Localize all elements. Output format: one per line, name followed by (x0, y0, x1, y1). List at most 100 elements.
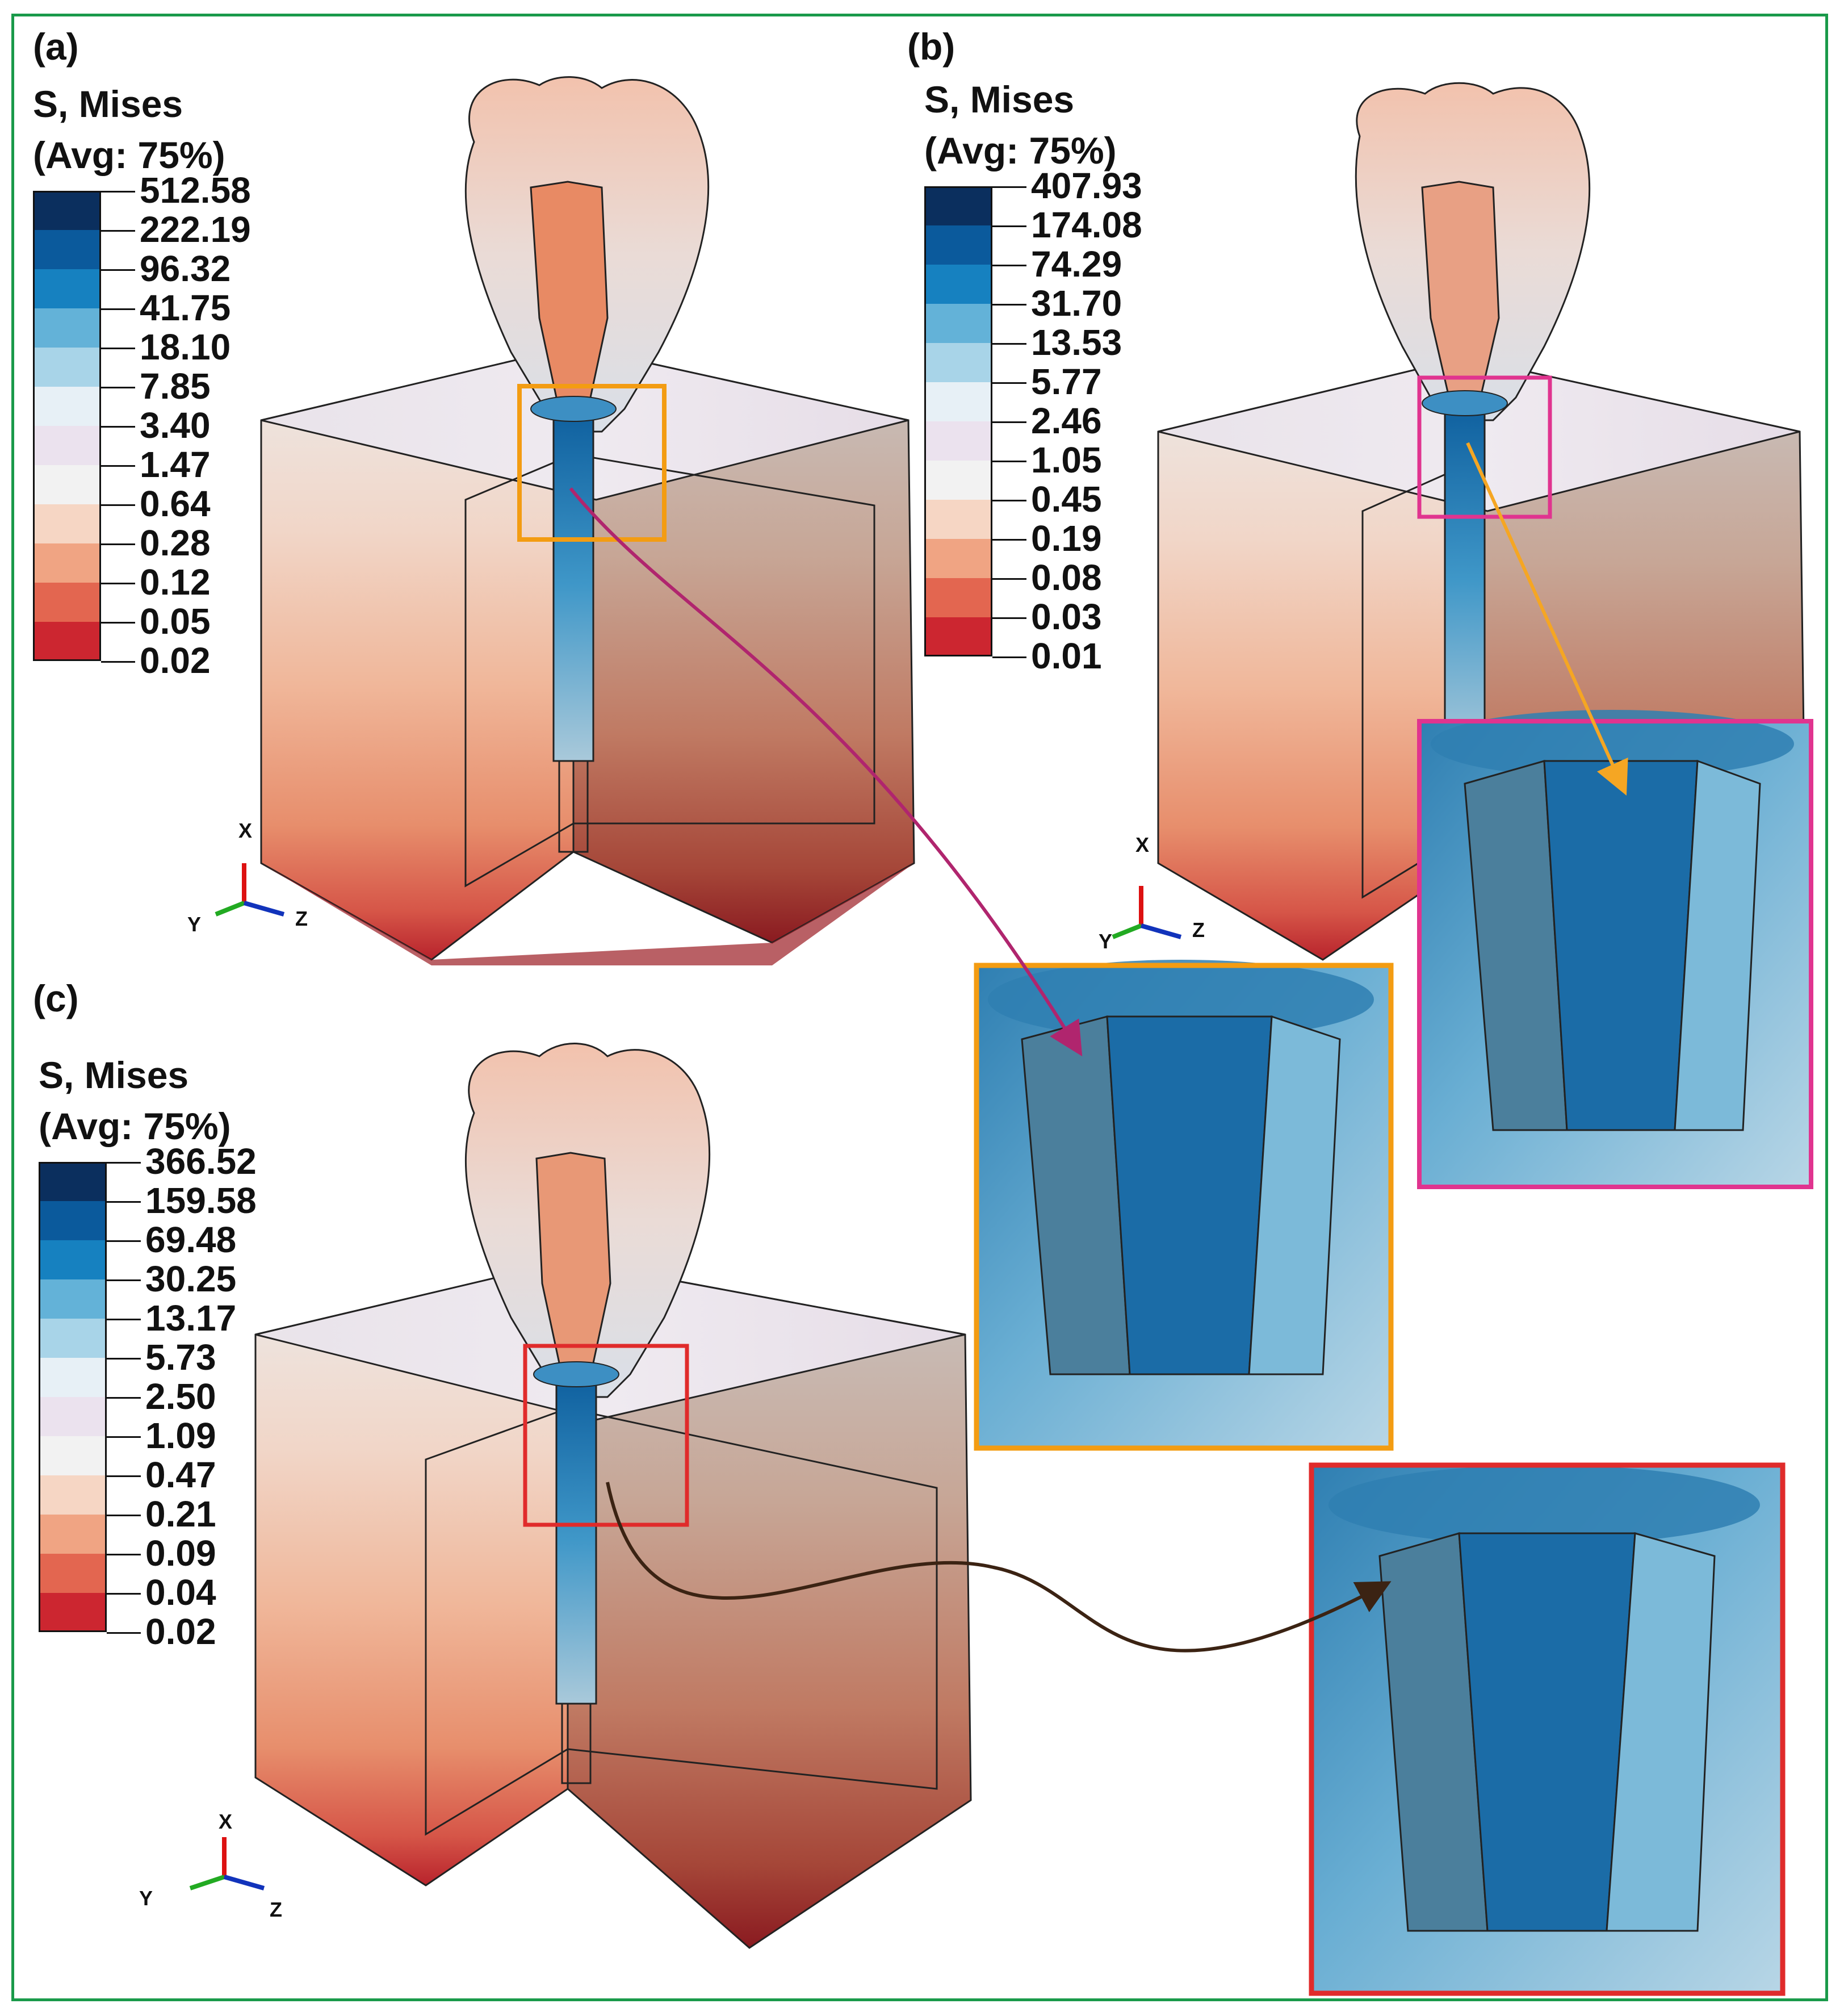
legend-value: 407.93 (1031, 165, 1142, 206)
legend-swatch (33, 504, 101, 543)
legend-swatch (924, 382, 992, 421)
legend-tick (101, 583, 135, 584)
legend-swatch (33, 426, 101, 465)
legend-tick (107, 1319, 141, 1320)
legend-swatch (924, 500, 992, 539)
legend-swatch (33, 543, 101, 583)
legend-swatch (924, 578, 992, 617)
legend-tick (107, 1201, 141, 1203)
axis-y-label: Y (1099, 930, 1112, 953)
arrow-c-to-inset (606, 1482, 1392, 1653)
legend-swatch (39, 1397, 107, 1436)
legend-value: 5.73 (145, 1337, 216, 1378)
legend-value: 0.28 (140, 522, 211, 563)
legend-swatch (924, 343, 992, 382)
legend-swatch (33, 308, 101, 348)
legend-tick (101, 661, 135, 663)
legend-value: 159.58 (145, 1180, 257, 1221)
legend-value: 0.04 (145, 1572, 216, 1613)
panel-label-a: (a) (33, 26, 79, 68)
legend-value: 0.01 (1031, 635, 1102, 676)
axis-triad-b: X Y Z (1099, 833, 1205, 953)
legend-value: 13.17 (145, 1298, 237, 1339)
legend-value: 0.05 (140, 601, 211, 642)
legend-value: 1.47 (140, 444, 211, 485)
legend-swatch (33, 191, 101, 230)
legend-swatch (33, 230, 101, 269)
legend-value: 0.03 (1031, 596, 1102, 637)
legend-swatch (39, 1436, 107, 1475)
axis-y-label: Y (187, 913, 201, 936)
legend-value: 0.64 (140, 483, 211, 524)
legend-tick (107, 1436, 141, 1438)
legend-value: 0.47 (145, 1454, 216, 1495)
legend-value: 13.53 (1031, 322, 1122, 363)
legend-tick (992, 186, 1026, 188)
legend-tick (101, 191, 135, 193)
legend-value: 96.32 (140, 248, 231, 289)
legend-swatch (39, 1162, 107, 1201)
legend-tick (992, 421, 1026, 423)
legend-swatch (924, 421, 992, 461)
legend-value: 2.46 (1031, 400, 1102, 441)
legend-value: 2.50 (145, 1376, 216, 1417)
legend-value: 18.10 (140, 327, 231, 367)
axis-x-label: X (1135, 833, 1149, 856)
legend-value: 41.75 (140, 287, 231, 328)
legend-swatch (33, 387, 101, 426)
legend-value: 69.48 (145, 1219, 237, 1260)
panel-c-model (254, 1043, 972, 1949)
legend-tick (101, 269, 135, 271)
legend-value: 30.25 (145, 1258, 237, 1299)
legend-tick (107, 1475, 141, 1477)
legend-tick (107, 1162, 141, 1164)
legend-swatch (39, 1515, 107, 1554)
legend-tick (992, 225, 1026, 227)
legend-tick (992, 382, 1026, 384)
legend-swatch (33, 465, 101, 504)
panel-label-b: (b) (907, 26, 955, 68)
legend-value: 3.40 (140, 405, 211, 446)
legend-value: 1.05 (1031, 440, 1102, 480)
legend-swatch (924, 186, 992, 225)
arrow-a-to-inset (569, 487, 1083, 1057)
axis-triad-a: X Y Z (187, 819, 308, 936)
legend-value: 0.19 (1031, 518, 1102, 559)
legend-tick (101, 308, 135, 310)
legend-value: 366.52 (145, 1141, 257, 1182)
legend-tick (107, 1632, 141, 1634)
legend-tick (107, 1554, 141, 1555)
legend-tick (101, 230, 135, 232)
zoom-inset-c (1309, 1462, 1786, 1996)
legend-tick (992, 265, 1026, 266)
legend-value: 0.08 (1031, 557, 1102, 598)
panel-a-model (260, 76, 915, 965)
legend-tick (992, 304, 1026, 306)
legend-title: S, Mises (33, 83, 183, 125)
legend-tick (101, 504, 135, 506)
legend-value: 5.77 (1031, 361, 1102, 402)
legend-swatch (39, 1201, 107, 1240)
legend-swatch (33, 269, 101, 308)
axis-z-label: Z (1192, 918, 1205, 942)
legend-swatch (39, 1593, 107, 1632)
legend-value: 0.02 (145, 1611, 216, 1652)
legend-value: 31.70 (1031, 283, 1122, 324)
legend-tick (101, 543, 135, 545)
legend-swatch (33, 583, 101, 622)
legend-tick (107, 1515, 141, 1516)
legend-tick (107, 1593, 141, 1595)
legend-subtitle: (Avg: 75%) (39, 1105, 231, 1147)
legend-tick (992, 578, 1026, 580)
legend-tick (992, 539, 1026, 541)
legend-value: 74.29 (1031, 244, 1122, 285)
legend-value: 222.19 (140, 209, 251, 250)
legend-value: 1.09 (145, 1415, 216, 1456)
legend-swatch (924, 461, 992, 500)
